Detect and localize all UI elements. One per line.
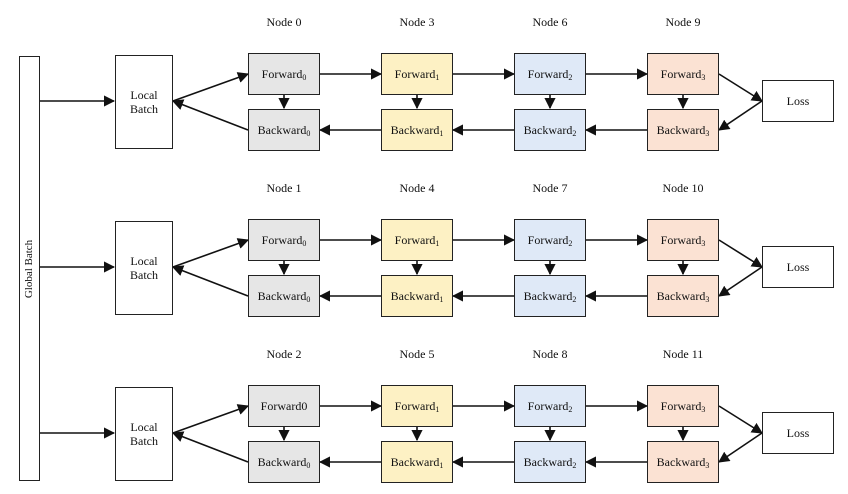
forward-stage-label: Forward3 <box>660 233 706 248</box>
forward-to-loss-arrow <box>718 73 763 102</box>
forward-stage-box: Forward2 <box>514 219 586 261</box>
global-batch-box: Global Batch <box>19 56 40 481</box>
node-label: Node 8 <box>532 347 568 361</box>
forward-stage-box: Forward3 <box>647 385 719 427</box>
global-batch-label: Global Batch <box>23 239 36 298</box>
forward-stage-box: Forward0 <box>248 385 320 427</box>
forward-stage-label: Forward2 <box>527 399 573 414</box>
backward-stage-label: Backward0 <box>257 289 311 304</box>
local-to-forward-arrow <box>172 238 250 268</box>
forward-stage-box: Forward1 <box>381 219 453 261</box>
loss-to-backward-arrow <box>718 266 763 297</box>
backward-stage-box: Backward1 <box>381 109 453 151</box>
loss-label: Loss <box>786 94 810 108</box>
loss-to-backward-arrow <box>718 432 763 463</box>
backward-stage-box: Backward3 <box>647 441 719 483</box>
backward-stage-box: Backward1 <box>381 441 453 483</box>
loss-label: Loss <box>786 260 810 274</box>
backward-stage-label: Backward2 <box>523 289 577 304</box>
backward-stage-box: Backward2 <box>514 275 586 317</box>
node-label: Node 4 <box>399 181 435 195</box>
backward-stage-label: Backward1 <box>390 123 444 138</box>
forward-stage-box: Forward0 <box>248 219 320 261</box>
forward-stage-label: Forward3 <box>660 67 706 82</box>
backward-stage-box: Backward0 <box>248 109 320 151</box>
backward-stage-box: Backward0 <box>248 275 320 317</box>
local-to-forward-arrow <box>172 404 250 434</box>
forward-stage-box: Forward3 <box>647 219 719 261</box>
backward-stage-label: Backward1 <box>390 455 444 470</box>
backward-to-local-arrow <box>171 99 249 131</box>
forward-to-loss-arrow <box>718 405 763 434</box>
backward-to-local-arrow <box>171 265 249 297</box>
backward-to-local-arrow <box>171 431 249 463</box>
node-label: Node 3 <box>399 15 435 29</box>
forward-stage-box: Forward1 <box>381 53 453 95</box>
loss-to-backward-arrow <box>718 100 763 131</box>
local-to-forward-arrow <box>172 72 250 102</box>
loss-label: Loss <box>786 426 810 440</box>
backward-stage-label: Backward0 <box>257 123 311 138</box>
forward-stage-label: Forward0 <box>261 233 307 248</box>
node-label: Node 1 <box>266 181 302 195</box>
backward-stage-label: Backward2 <box>523 123 577 138</box>
forward-stage-box: Forward0 <box>248 53 320 95</box>
forward-stage-label: Forward0 <box>261 67 307 82</box>
backward-stage-box: Backward2 <box>514 109 586 151</box>
forward-stage-box: Forward2 <box>514 385 586 427</box>
forward-stage-label: Forward0 <box>260 399 308 413</box>
loss-box: Loss <box>762 412 834 454</box>
backward-stage-box: Backward1 <box>381 275 453 317</box>
forward-stage-label: Forward1 <box>394 67 440 82</box>
backward-stage-label: Backward0 <box>257 455 311 470</box>
forward-stage-label: Forward3 <box>660 399 706 414</box>
forward-stage-box: Forward2 <box>514 53 586 95</box>
forward-stage-label: Forward2 <box>527 233 573 248</box>
node-label: Node 6 <box>532 15 568 29</box>
node-label: Node 11 <box>662 347 704 361</box>
loss-box: Loss <box>762 246 834 288</box>
node-label: Node 9 <box>665 15 701 29</box>
backward-stage-box: Backward3 <box>647 109 719 151</box>
forward-stage-box: Forward1 <box>381 385 453 427</box>
forward-stage-box: Forward3 <box>647 53 719 95</box>
forward-to-loss-arrow <box>718 239 763 268</box>
forward-stage-label: Forward2 <box>527 67 573 82</box>
node-label: Node 5 <box>399 347 435 361</box>
forward-stage-label: Forward1 <box>394 233 440 248</box>
backward-stage-label: Backward3 <box>656 289 710 304</box>
node-label: Node 7 <box>532 181 568 195</box>
node-label: Node 10 <box>662 181 704 195</box>
backward-stage-label: Backward3 <box>656 123 710 138</box>
backward-stage-box: Backward3 <box>647 275 719 317</box>
backward-stage-label: Backward3 <box>656 455 710 470</box>
forward-stage-label: Forward1 <box>394 399 440 414</box>
backward-stage-label: Backward2 <box>523 455 577 470</box>
node-label: Node 0 <box>266 15 302 29</box>
backward-stage-label: Backward1 <box>390 289 444 304</box>
backward-stage-box: Backward2 <box>514 441 586 483</box>
node-label: Node 2 <box>266 347 302 361</box>
backward-stage-box: Backward0 <box>248 441 320 483</box>
loss-box: Loss <box>762 80 834 122</box>
